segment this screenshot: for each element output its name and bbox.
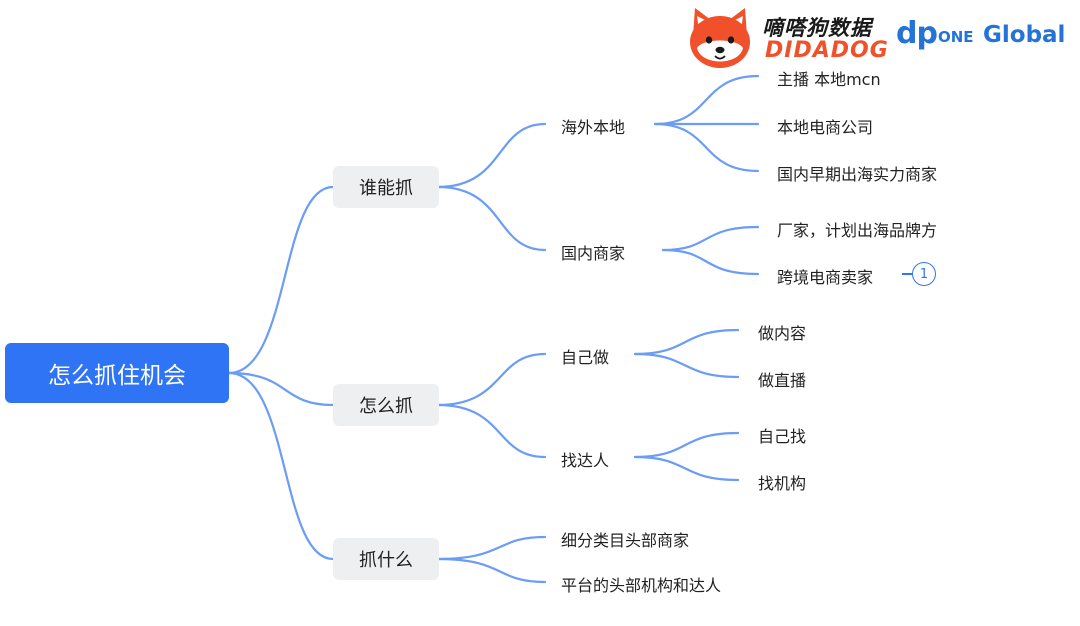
- node-how-to-grab[interactable]: 怎么抓: [333, 384, 439, 426]
- brand-chinese-name: 嘀嗒狗数据: [762, 16, 872, 40]
- node-find-influencers[interactable]: 找达人: [561, 451, 610, 470]
- node-domestic-merchants[interactable]: 国内商家: [561, 244, 626, 263]
- badge-connector: [902, 273, 912, 275]
- node-top-category-merchants[interactable]: 细分类目头部商家: [561, 531, 690, 550]
- node-do-it-yourself[interactable]: 自己做: [561, 348, 610, 367]
- partner-logo-one: ONE: [938, 28, 974, 46]
- leaf-do-livestream[interactable]: 做直播: [758, 371, 807, 390]
- node-who-can-grab[interactable]: 谁能抓: [333, 166, 439, 208]
- leaf-crossborder-sellers[interactable]: 跨境电商卖家: [777, 268, 874, 287]
- shiba-dog-logo-icon: [690, 8, 750, 68]
- leaf-hosts-local-mcn[interactable]: 主播 本地mcn: [777, 70, 881, 89]
- leaf-find-agency[interactable]: 找机构: [758, 474, 807, 493]
- leaf-local-ecommerce[interactable]: 本地电商公司: [777, 118, 874, 137]
- leaf-early-overseas-merchants[interactable]: 国内早期出海实力商家: [777, 165, 938, 184]
- node-overseas-local[interactable]: 海外本地: [561, 118, 626, 137]
- leaf-make-content[interactable]: 做内容: [758, 324, 807, 343]
- node-platform-top-agencies[interactable]: 平台的头部机构和达人: [561, 576, 722, 595]
- partner-logo-global: Global: [983, 22, 1066, 48]
- leaf-find-by-self[interactable]: 自己找: [758, 427, 807, 446]
- mindmap-root-node[interactable]: 怎么抓住机会: [5, 343, 229, 403]
- leaf-factories-brands[interactable]: 厂家，计划出海品牌方: [777, 221, 938, 240]
- partner-logo-dp: dp: [896, 16, 938, 51]
- node-what-to-grab[interactable]: 抓什么: [333, 538, 439, 580]
- note-count-badge[interactable]: 1: [912, 262, 936, 286]
- brand-english-name: DIDADOG: [765, 38, 889, 63]
